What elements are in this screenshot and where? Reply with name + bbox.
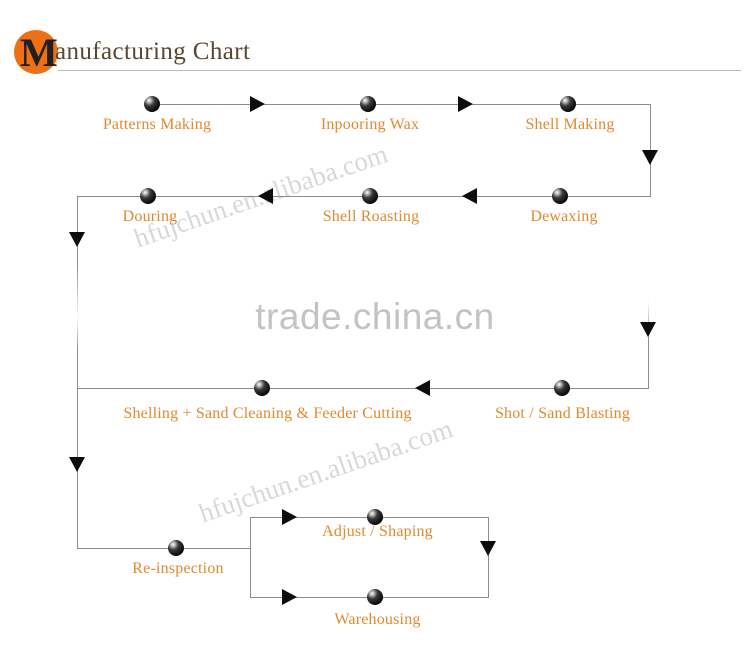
page-title: anufacturing Chart	[55, 38, 251, 65]
arrow-to-adjust-shaping	[282, 509, 297, 525]
node-warehousing	[367, 589, 383, 605]
edge-row2-to-row3-vertical-upper	[77, 196, 78, 321]
node-adjust-shaping	[367, 509, 383, 525]
node-label-patterns-making: Patterns Making	[102, 116, 212, 133]
chart-header: M anufacturing Chart	[0, 0, 750, 80]
watermark-diagonal-bottom: hfujchun.en.alibaba.com	[195, 413, 457, 529]
title-divider	[58, 70, 741, 71]
node-label-inpooring-wax: Inpooring Wax	[320, 116, 420, 133]
edge-row3-horizontal	[77, 388, 649, 389]
node-shell-roasting	[362, 188, 378, 204]
arrow-dewaxing-to-shell-roasting	[462, 188, 477, 204]
arrow-row1-to-row2	[642, 150, 658, 165]
arrow-to-warehousing	[282, 589, 297, 605]
edge-branch-right-vertical	[488, 517, 489, 598]
arrow-shot-blasting-to-shelling	[415, 380, 430, 396]
edge-row2-to-row3-vertical-lower	[77, 318, 78, 389]
node-label-adjust-shaping: Adjust / Shaping	[322, 523, 433, 540]
node-label-shell-making: Shell Making	[525, 116, 615, 133]
edge-branch-left-vertical	[250, 517, 251, 598]
arrow-shell-roasting-to-douring	[258, 188, 273, 204]
node-re-inspection	[168, 540, 184, 556]
edge-row4-horizontal	[77, 548, 251, 549]
node-inpooring-wax	[360, 96, 376, 112]
node-label-dewaxing: Dewaxing	[530, 208, 598, 225]
node-label-shell-roasting: Shell Roasting	[322, 208, 420, 225]
node-dewaxing	[552, 188, 568, 204]
node-shot-sand-blasting	[554, 380, 570, 396]
arrow-row3-to-row4	[69, 457, 85, 472]
arrow-patterns-to-inpooring	[250, 96, 265, 112]
node-shell-making	[560, 96, 576, 112]
node-douring	[140, 188, 156, 204]
arrow-inpooring-to-shell-making	[458, 96, 473, 112]
arrow-row2-to-row3	[69, 232, 85, 247]
node-label-shelling-sand-cleaning: Shelling + Sand Cleaning & Feeder Cuttin…	[123, 405, 412, 422]
node-label-warehousing: Warehousing	[334, 611, 421, 628]
node-label-douring: Douring	[122, 208, 178, 225]
node-label-shot-sand-blasting: Shot / Sand Blasting	[494, 405, 631, 422]
node-patterns-making	[144, 96, 160, 112]
edge-row1-horizontal	[152, 104, 650, 105]
arrow-adjust-to-warehousing	[480, 541, 496, 556]
title-initial: M	[20, 30, 58, 75]
node-shelling-sand-cleaning	[254, 380, 270, 396]
edge-into-row3-vertical	[648, 300, 649, 389]
node-label-re-inspection: Re-inspection	[132, 560, 224, 577]
arrow-into-row3	[640, 322, 656, 337]
watermark-center: trade.china.cn	[255, 296, 495, 337]
title-badge-circle	[14, 30, 58, 74]
